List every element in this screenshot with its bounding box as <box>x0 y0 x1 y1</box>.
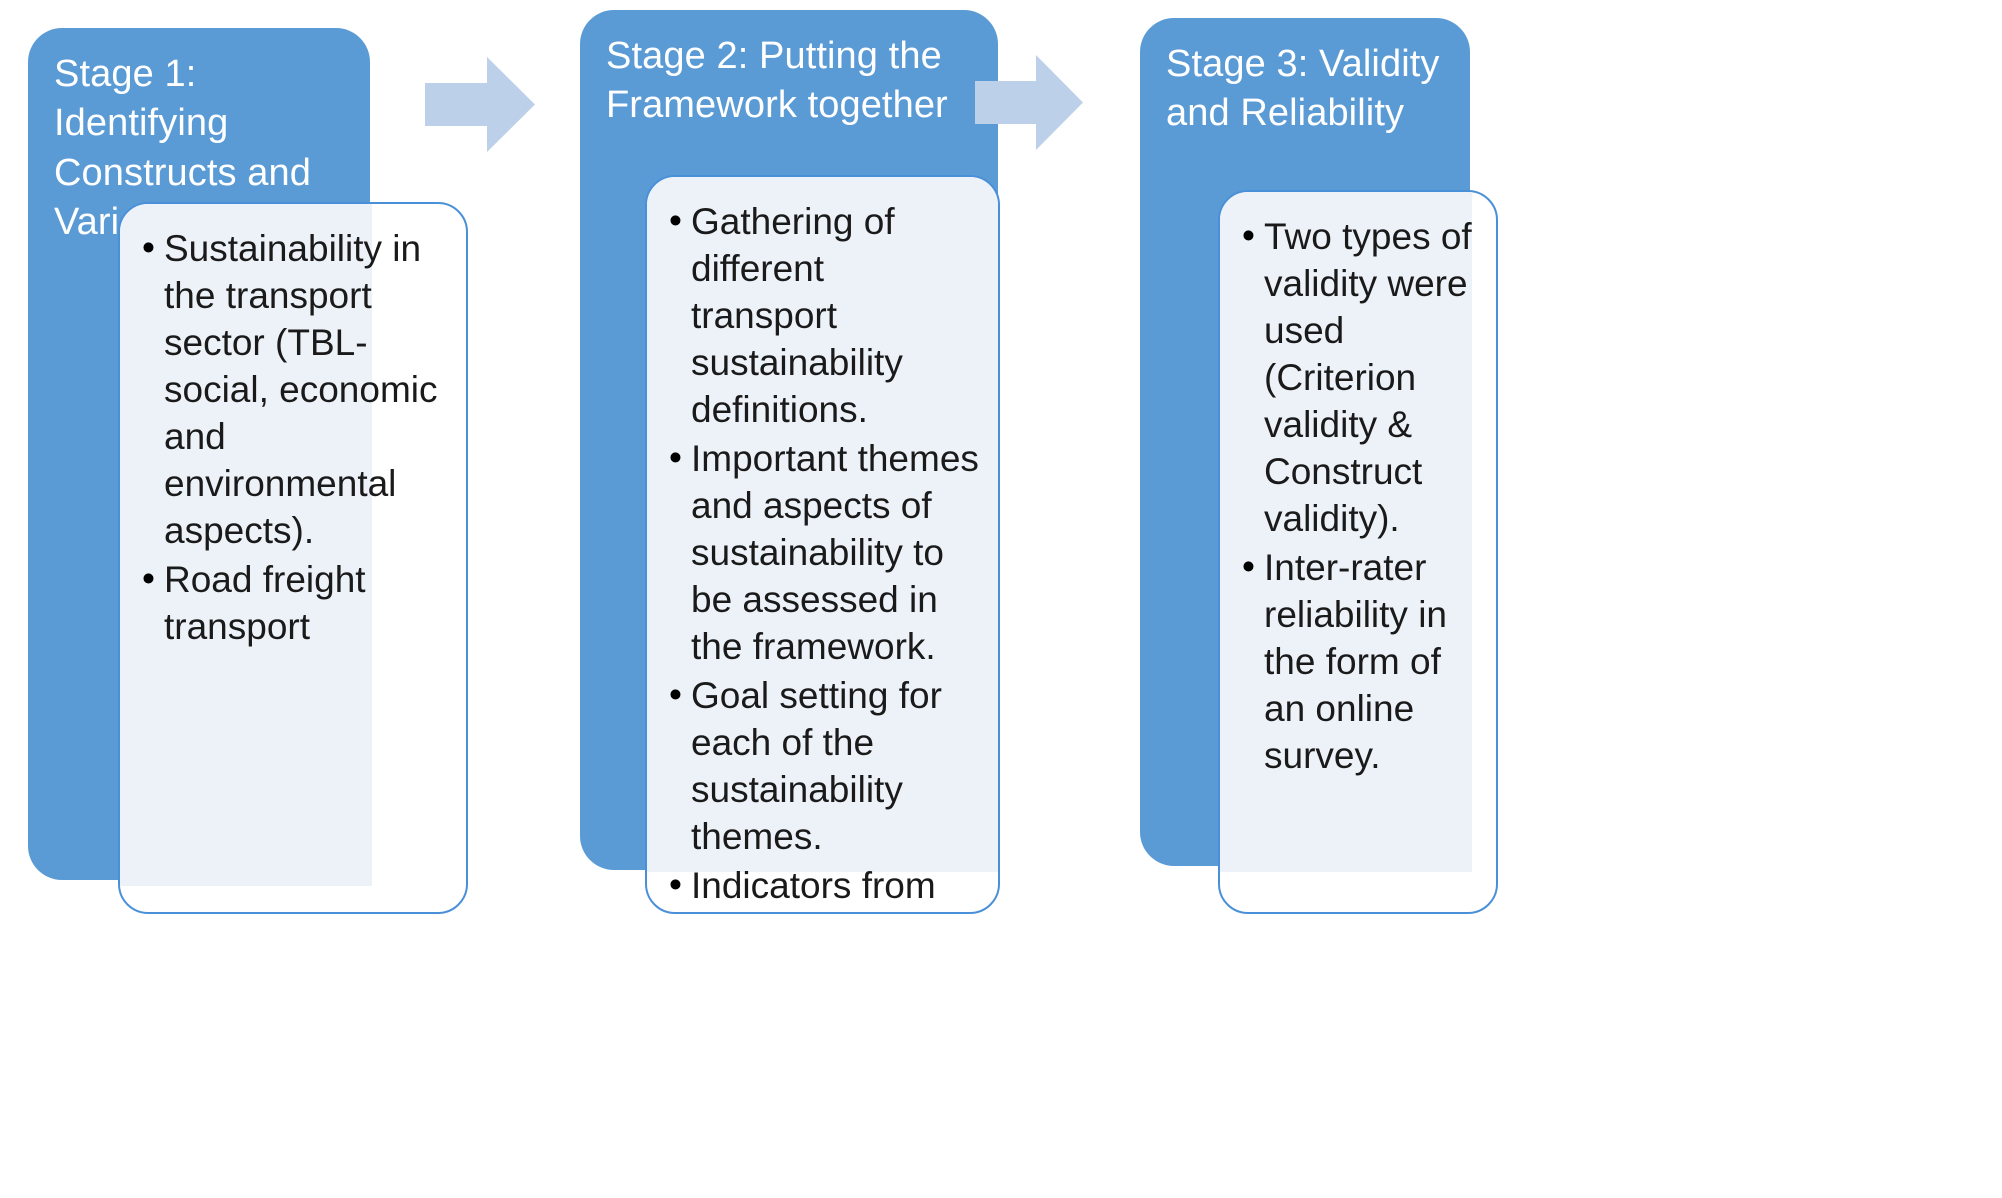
stage-1-bullet-card[interactable]: Sustainability in the transport sector (… <box>118 202 468 914</box>
stage-2-bullet-card[interactable]: Gathering of different transport sustain… <box>645 175 1000 914</box>
list-item: Two types of validity were used (Criteri… <box>1242 213 1478 543</box>
list-item: Inter-rater reliability in the form of a… <box>1242 544 1478 780</box>
list-item: Road freight transport <box>142 556 448 651</box>
stage-1-header-title: Stage 1: Identifying Constructs and Vari… <box>54 53 311 243</box>
list-item: Goal setting for each of the sustainabil… <box>669 672 980 861</box>
list-item: Indicators from various sources of liter… <box>669 862 980 912</box>
right-arrow-icon-1 <box>425 57 535 152</box>
right-arrow-icon-2 <box>975 55 1083 150</box>
stage-3-bullet-card[interactable]: Two types of validity were used (Criteri… <box>1218 190 1498 914</box>
stage-3-card-body: Two types of validity were used (Criteri… <box>1220 192 1496 800</box>
list-item: Important themes and aspects of sustaina… <box>669 435 980 671</box>
stage-1-card-body: Sustainability in the transport sector (… <box>120 204 466 671</box>
stage-3-bullet-list: Two types of validity were used (Criteri… <box>1242 213 1478 780</box>
stage-2-card-body: Gathering of different transport sustain… <box>647 177 998 912</box>
stage-2-header-title: Stage 2: Putting the Framework together <box>606 35 948 127</box>
list-item: Sustainability in the transport sector (… <box>142 225 448 555</box>
list-item: Gathering of different transport sustain… <box>669 198 980 434</box>
stage-2-bullet-list: Gathering of different transport sustain… <box>669 198 980 912</box>
stage-3-header-title: Stage 3: Validity and Reliability <box>1166 43 1440 135</box>
stage-1-bullet-list: Sustainability in the transport sector (… <box>142 225 448 651</box>
